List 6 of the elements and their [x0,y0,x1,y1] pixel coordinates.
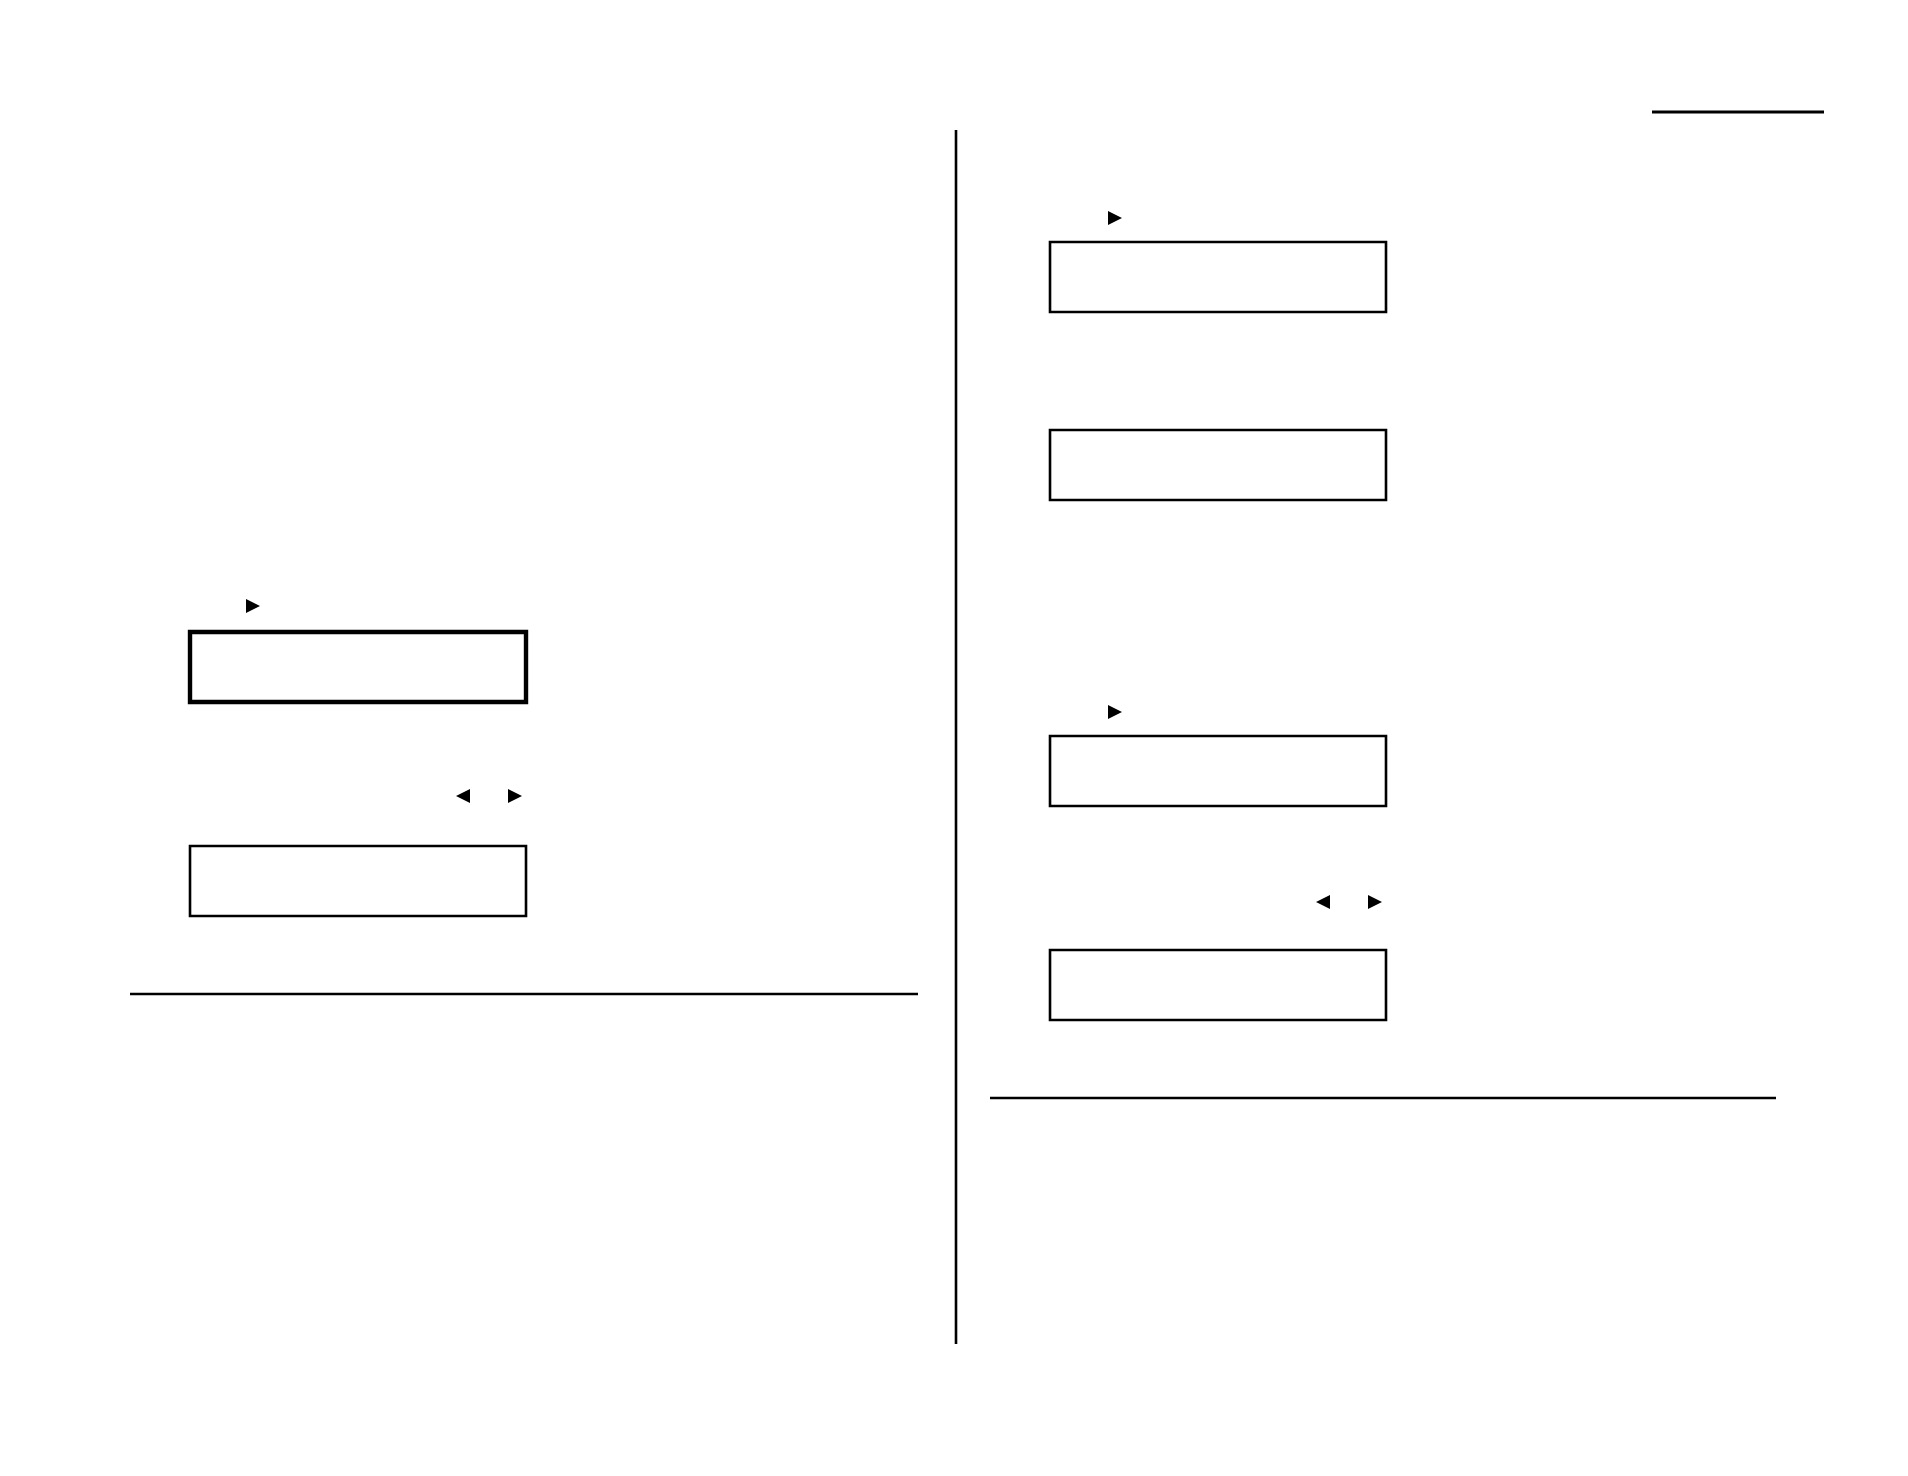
display-box [1048,428,1388,502]
display-box [187,629,529,705]
display-box [1048,948,1388,1022]
display-box [1048,240,1388,314]
display-box [1048,734,1388,808]
display-box [188,844,528,918]
